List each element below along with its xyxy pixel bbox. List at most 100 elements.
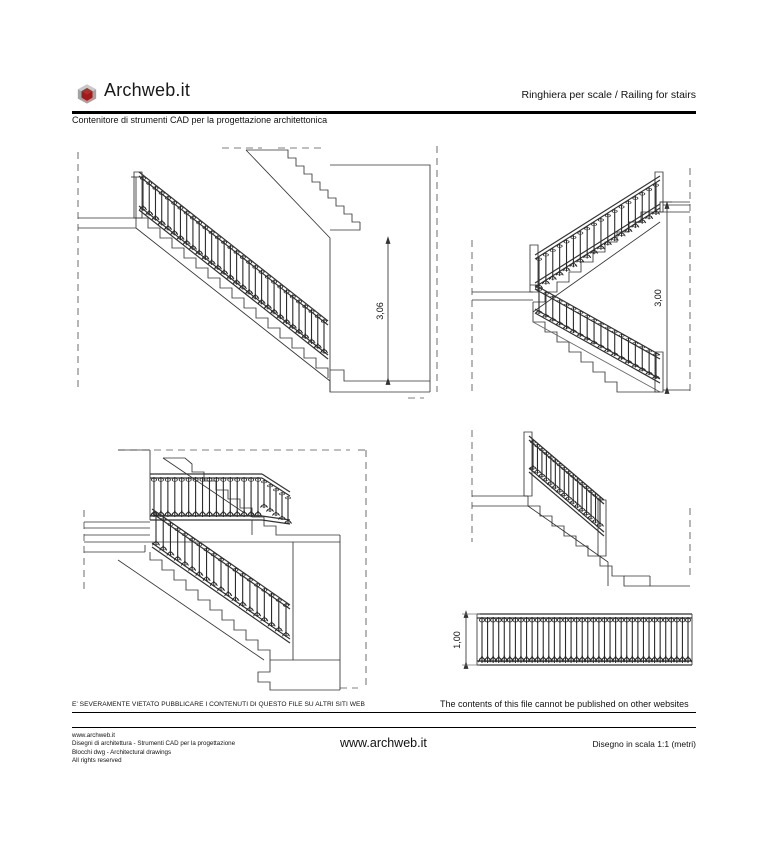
baluster bbox=[678, 616, 687, 664]
brand-name: Archweb.it bbox=[104, 80, 191, 100]
dimension-label-300: 3,00 bbox=[653, 289, 663, 307]
hexagon-logo-icon bbox=[77, 84, 97, 104]
baluster bbox=[555, 616, 564, 664]
baluster bbox=[247, 476, 256, 518]
drawing-stair-section-single-flight: 3,06 bbox=[77, 146, 438, 399]
dimension-label-100: 1,00 bbox=[452, 631, 462, 649]
baluster bbox=[624, 199, 633, 233]
baluster bbox=[254, 476, 262, 518]
baluster bbox=[628, 616, 637, 664]
baluster bbox=[617, 616, 626, 664]
dimension-306: 3,06 bbox=[375, 236, 391, 385]
baluster bbox=[567, 616, 576, 664]
dimension-100: 1,00 bbox=[452, 610, 480, 669]
baluster bbox=[170, 476, 179, 518]
footer-divider-bottom bbox=[72, 727, 696, 728]
baluster bbox=[583, 616, 592, 664]
baluster bbox=[191, 476, 200, 518]
header-divider bbox=[72, 111, 696, 114]
baluster bbox=[539, 616, 548, 664]
baluster bbox=[177, 476, 186, 518]
baluster bbox=[684, 616, 692, 664]
baluster bbox=[672, 616, 681, 664]
baluster bbox=[260, 479, 268, 509]
baluster bbox=[594, 616, 603, 664]
baluster bbox=[578, 481, 587, 513]
baluster bbox=[650, 616, 659, 664]
baluster bbox=[667, 616, 676, 664]
railing-assembly-4 bbox=[528, 435, 605, 537]
baluster bbox=[603, 212, 612, 247]
baluster bbox=[542, 450, 551, 482]
baluster bbox=[562, 239, 571, 273]
baluster bbox=[551, 458, 560, 490]
baluster bbox=[184, 476, 193, 518]
drawing-stair-section-double-flight: 3,00 bbox=[471, 168, 691, 394]
baluster bbox=[511, 616, 520, 664]
baluster bbox=[233, 476, 242, 518]
baluster bbox=[606, 616, 615, 664]
baluster bbox=[546, 454, 555, 486]
baluster bbox=[544, 616, 553, 664]
footer-website[interactable]: www.archweb.it bbox=[340, 736, 427, 750]
baluster bbox=[533, 616, 542, 664]
footer-credits: www.archweb.it Disegni di architettura -… bbox=[72, 732, 235, 766]
baluster bbox=[505, 616, 514, 664]
baluster bbox=[205, 476, 214, 518]
dimension-300: 3,00 bbox=[653, 201, 690, 394]
baluster bbox=[564, 469, 573, 501]
footer-warning-it: E' SEVERAMENTE VIETATO PUBBLICARE I CONT… bbox=[72, 701, 365, 708]
baluster bbox=[638, 191, 647, 225]
baluster bbox=[535, 256, 543, 290]
baluster bbox=[555, 243, 564, 277]
baluster bbox=[163, 476, 172, 518]
baluster bbox=[572, 616, 581, 664]
baluster bbox=[611, 616, 620, 664]
baluster bbox=[555, 462, 564, 494]
baluster bbox=[561, 616, 570, 664]
baluster bbox=[212, 476, 221, 518]
baluster bbox=[573, 477, 582, 509]
baluster bbox=[633, 616, 642, 664]
baluster bbox=[656, 616, 665, 664]
baluster bbox=[266, 483, 274, 513]
baluster bbox=[596, 217, 605, 251]
baluster bbox=[661, 616, 670, 664]
baluster bbox=[576, 230, 585, 264]
baluster bbox=[569, 234, 578, 268]
baluster bbox=[587, 488, 596, 520]
baluster bbox=[500, 616, 509, 664]
baluster bbox=[529, 439, 537, 471]
railing-assembly-2a bbox=[534, 175, 661, 290]
baluster bbox=[533, 443, 542, 475]
baluster bbox=[528, 616, 537, 664]
baluster bbox=[600, 616, 609, 664]
baluster bbox=[631, 195, 640, 229]
baluster bbox=[645, 616, 653, 664]
baluster bbox=[494, 616, 503, 664]
footer-divider-top bbox=[72, 712, 696, 713]
baluster bbox=[548, 247, 557, 281]
sheet-header: Archweb.it Ringhiera per scale / Railing… bbox=[72, 78, 696, 125]
baluster bbox=[645, 186, 654, 220]
baluster bbox=[483, 616, 492, 664]
dimension-label-306: 3,06 bbox=[375, 302, 385, 320]
baluster bbox=[272, 487, 280, 517]
credit-line-2: Disegni di architettura - Strumenti CAD … bbox=[72, 740, 236, 748]
drawing-stair-section-short-flight bbox=[471, 430, 691, 587]
footer-warning-en: The contents of this file cannot be publ… bbox=[440, 699, 689, 709]
baluster bbox=[583, 225, 592, 260]
baluster bbox=[478, 616, 486, 664]
baluster bbox=[652, 182, 660, 216]
credit-line-1: www.archweb.it bbox=[72, 732, 115, 739]
baluster bbox=[517, 616, 525, 664]
baluster bbox=[560, 466, 569, 498]
baluster bbox=[569, 473, 578, 505]
railing-assembly-2b bbox=[534, 284, 661, 384]
railing-assembly-1 bbox=[138, 171, 329, 360]
baluster bbox=[622, 616, 631, 664]
baluster bbox=[590, 221, 599, 255]
baluster bbox=[550, 616, 559, 664]
baluster bbox=[489, 616, 498, 664]
